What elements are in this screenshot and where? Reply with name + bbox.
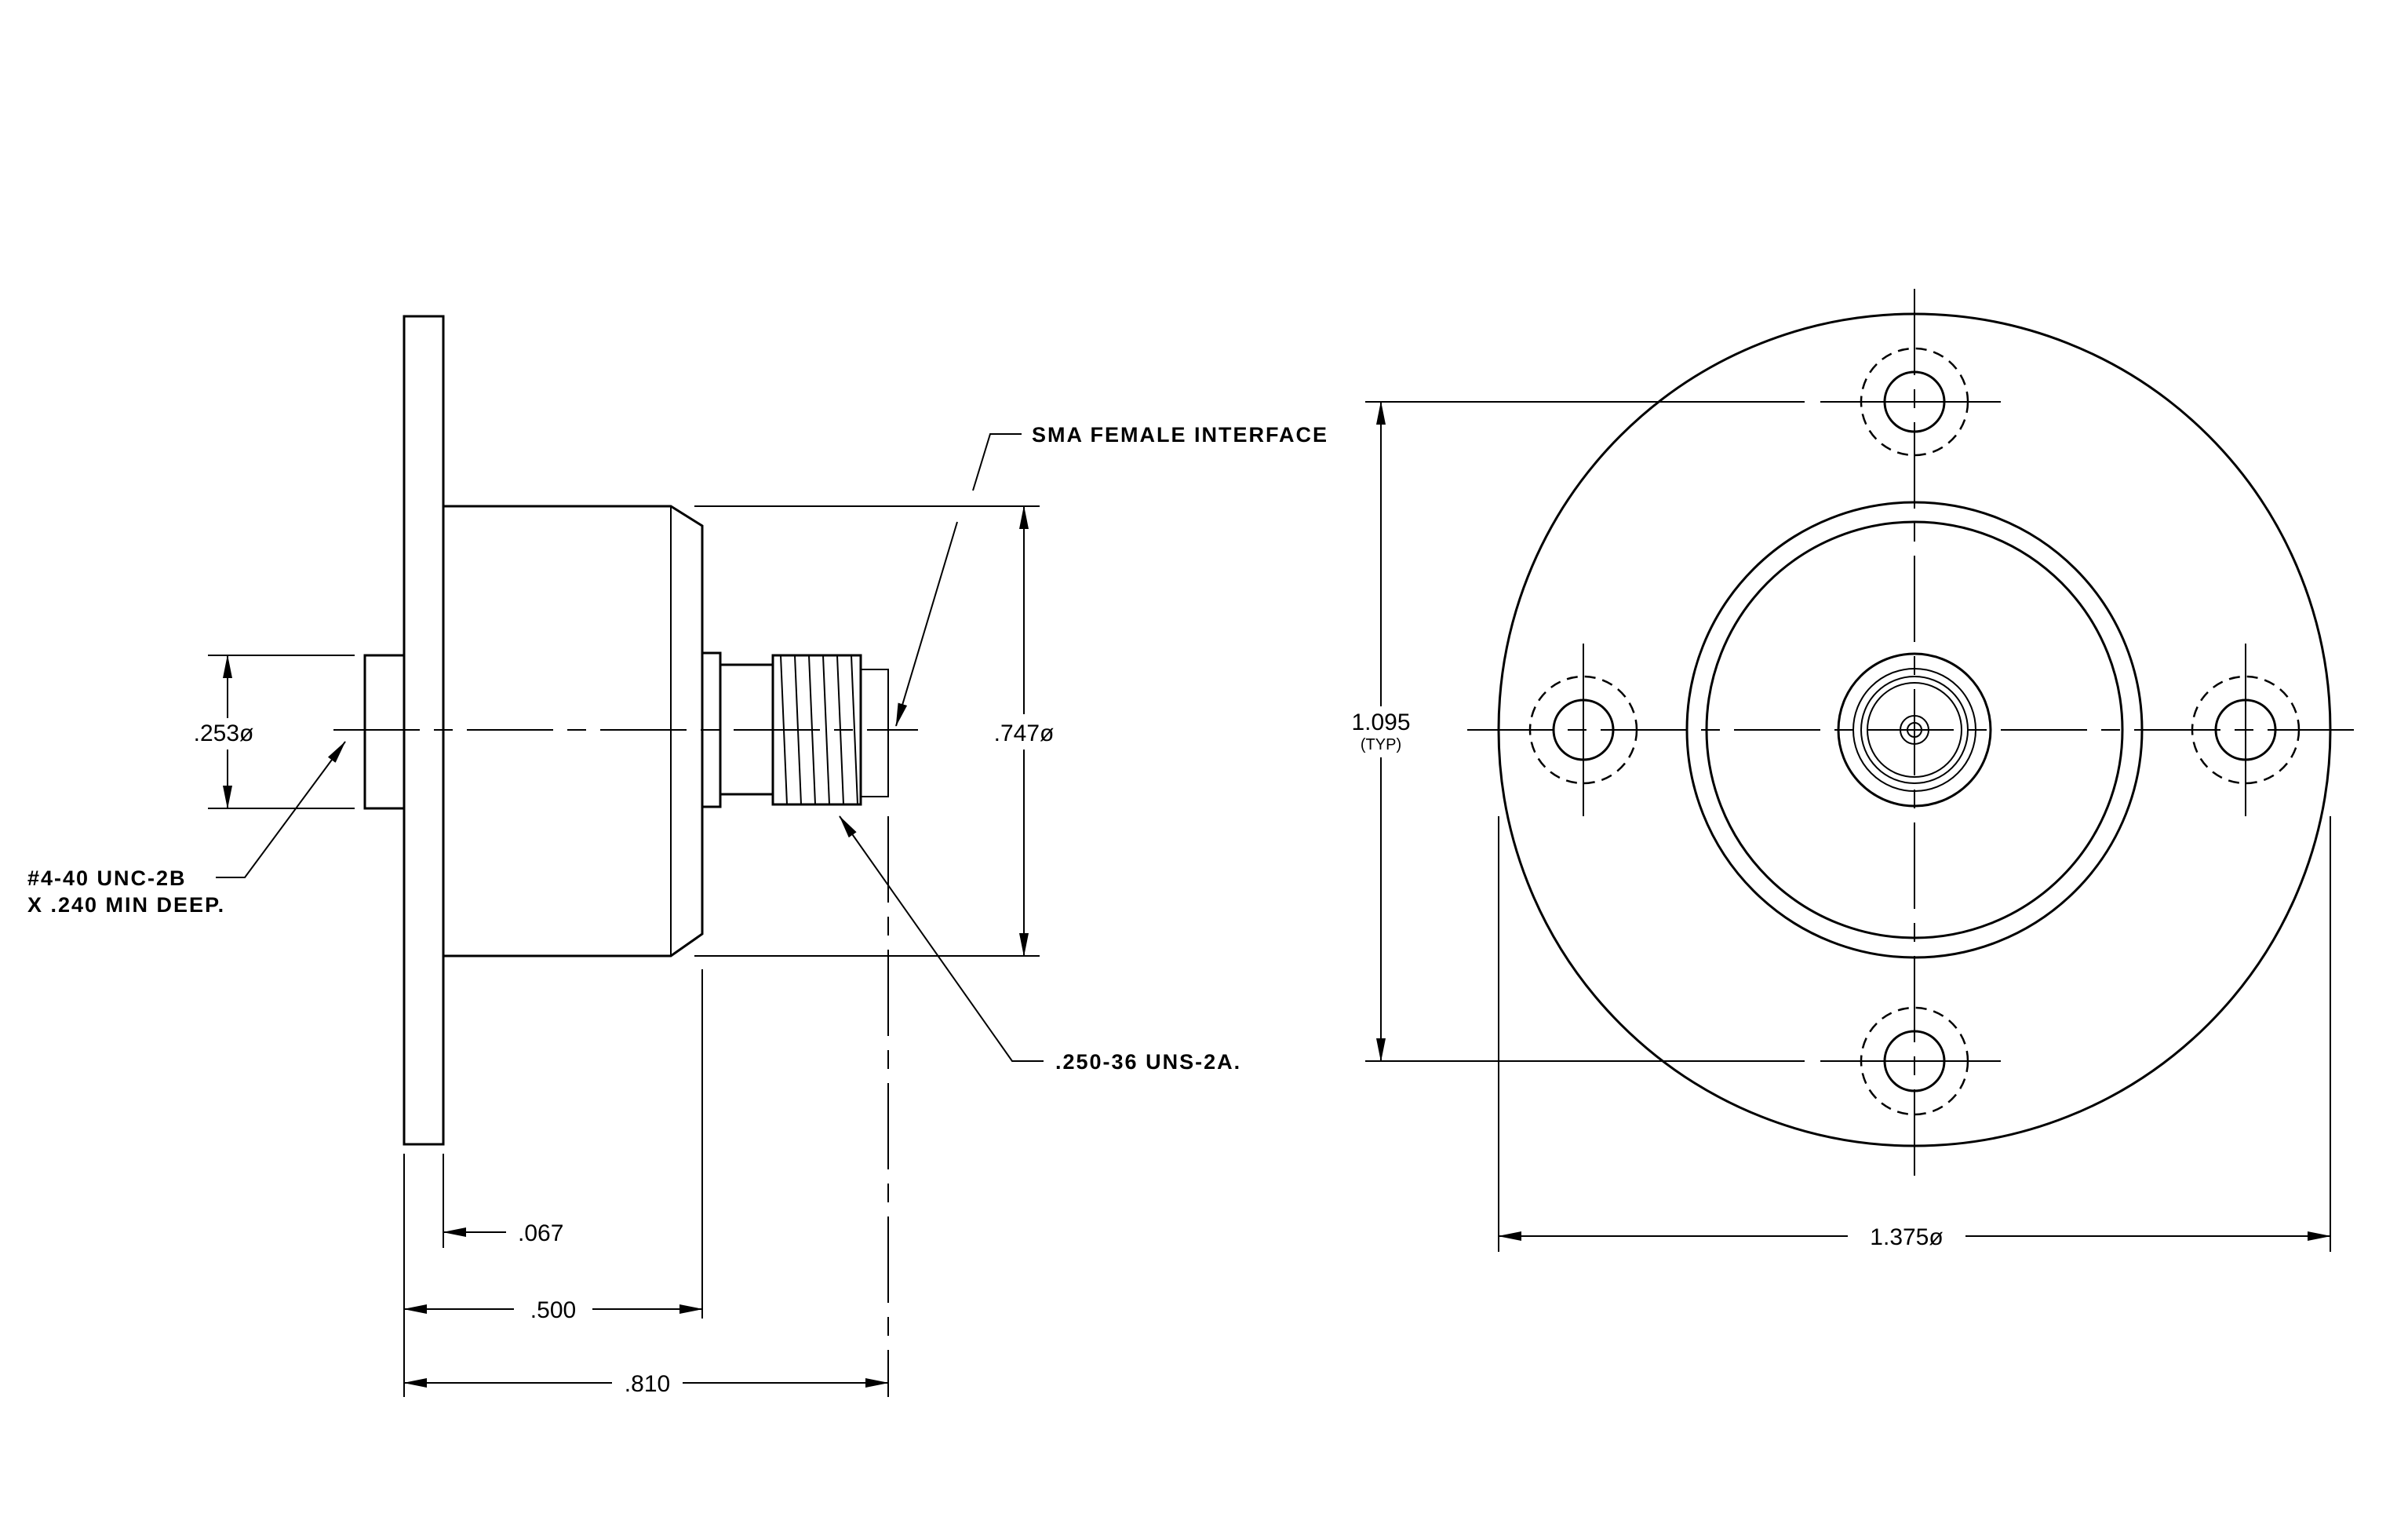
dim-flange-diameter: 1.375ø (1870, 1224, 1943, 1250)
dim-hole-spacing-typ: (TYP) (1361, 736, 1401, 753)
dim-body-length: .500 (530, 1297, 576, 1323)
dim-boss-diameter: .253ø (194, 720, 254, 746)
dim-overall-length: .810 (625, 1371, 670, 1397)
front-shoulder (702, 651, 722, 808)
front-view: 1.095 (TYP) 1.375ø (1351, 289, 2358, 1252)
side-view: .253ø .747ø .067 .500 .810 SMA FEMALE IN… (27, 315, 1328, 1397)
main-body (443, 505, 704, 957)
dim-hole-spacing: 1.095 (1351, 709, 1410, 735)
note-tap-line2: X .240 MIN DEEP. (27, 893, 225, 917)
note-tap-line1: #4-40 UNC-2B (27, 866, 187, 890)
dim-flange-thickness: .067 (518, 1220, 563, 1246)
note-sma-interface: SMA FEMALE INTERFACE (1032, 423, 1328, 447)
dim-body-diameter: .747ø (994, 720, 1055, 746)
rear-boss (363, 654, 406, 810)
note-thread-spec: .250-36 UNS-2A. (1055, 1050, 1241, 1074)
